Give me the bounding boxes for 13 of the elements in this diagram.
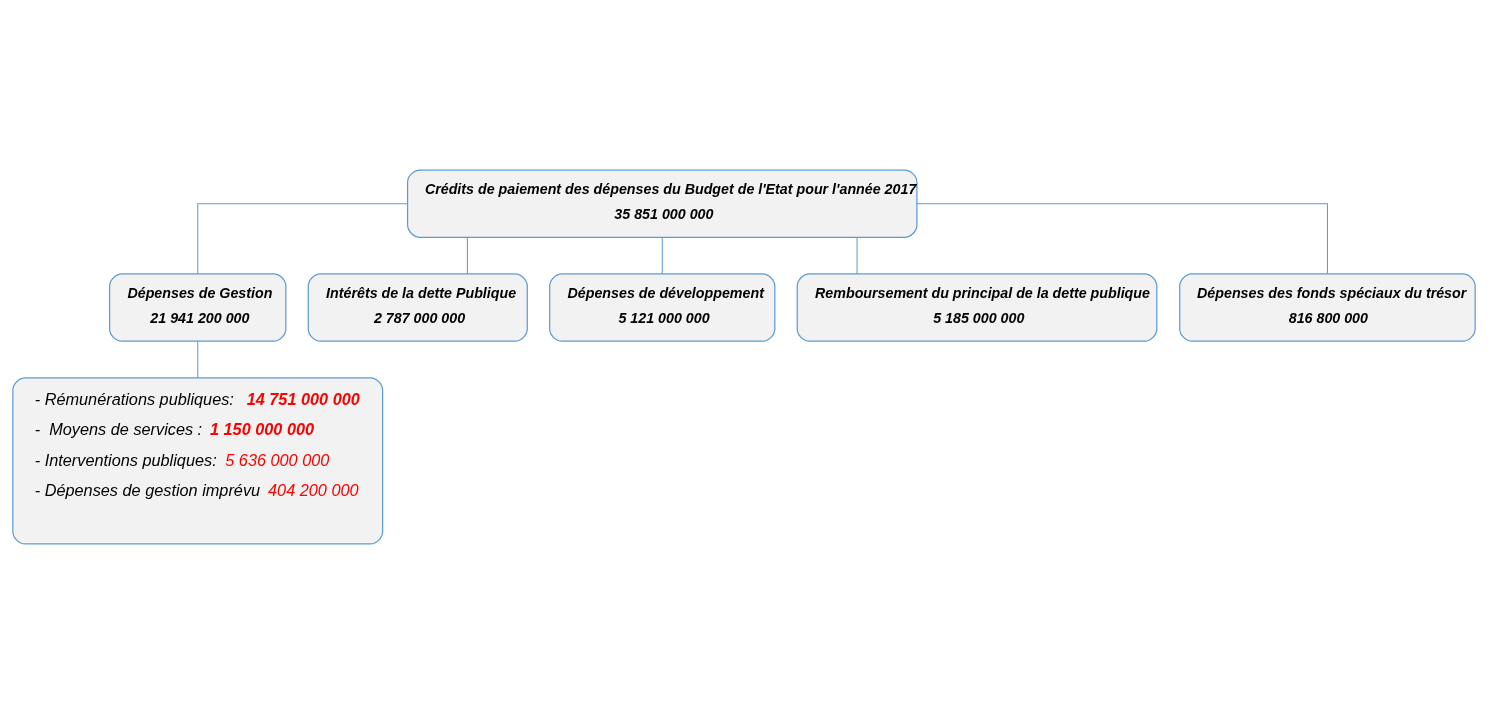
node-box: Remboursement du principal de la dette publique 5 185 000 000 [796, 272, 1158, 342]
node-box: Dépenses des fonds spéciaux du trésor 816 800 000 [1179, 272, 1476, 342]
connector [466, 236, 468, 274]
connector [197, 202, 409, 274]
node-box: - Rémunérations publiques: 14 751 000 000 - Moyens de services : 1 150 000 000 - Interventions publiques: 5 636 000 000 - Dépenses de gestion imprévu 404 200 000 [12, 376, 384, 545]
node-box: Intérêts de la dette Publique 2 787 000 000 [307, 272, 528, 342]
connector [197, 340, 199, 378]
connector [916, 202, 1328, 274]
node-box: Dépenses de développement 5 121 000 000 [549, 272, 776, 342]
connector [856, 236, 858, 274]
connector [661, 236, 663, 274]
node-box: Crédits de paiement des dépenses du Budget de l'Etat pour l'année 2017 35 851 000 000 [406, 168, 918, 238]
node-box: Dépenses de Gestion 21 941 200 000 [109, 272, 287, 342]
